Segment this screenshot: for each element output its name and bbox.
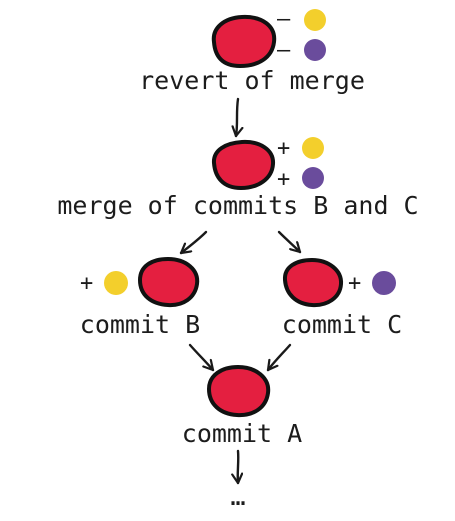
edge-arrow <box>188 343 215 372</box>
node-label: commit A <box>182 419 302 448</box>
yellow-dot-icon <box>104 271 128 295</box>
node-revert-of-merge: – – revert of merge <box>139 7 365 95</box>
commit-icon <box>137 256 200 308</box>
change-sign: + <box>80 271 93 296</box>
change-sign: + <box>277 136 290 161</box>
node-commit-b: + commit B <box>80 256 200 339</box>
commit-icon <box>212 139 275 191</box>
node-merge: + + merge of commits B and C <box>57 136 418 220</box>
node-label: revert of merge <box>139 66 365 95</box>
node-label: merge of commits B and C <box>57 191 418 220</box>
commit-icon <box>282 257 343 308</box>
yellow-dot-icon <box>304 9 326 31</box>
edge-arrow <box>236 97 238 138</box>
yellow-dot-icon <box>302 137 324 159</box>
commit-icon <box>211 14 277 69</box>
edge-arrow <box>266 343 292 372</box>
purple-dot-icon <box>304 39 326 61</box>
edge-arrow <box>179 230 208 255</box>
node-commit-a: commit A <box>182 364 302 448</box>
edge-arrow <box>277 230 302 254</box>
purple-dot-icon <box>302 167 324 189</box>
change-sign: – <box>277 38 291 63</box>
change-sign: – <box>277 7 291 32</box>
commit-icon <box>206 364 271 418</box>
edge-arrow <box>238 449 239 485</box>
node-commit-c: + commit C <box>282 257 402 339</box>
change-sign: + <box>277 167 290 192</box>
node-label: commit C <box>282 310 402 339</box>
change-sign: + <box>348 271 361 296</box>
node-label: commit B <box>80 310 200 339</box>
history-ellipsis: … <box>230 482 245 511</box>
purple-dot-icon <box>372 271 396 295</box>
